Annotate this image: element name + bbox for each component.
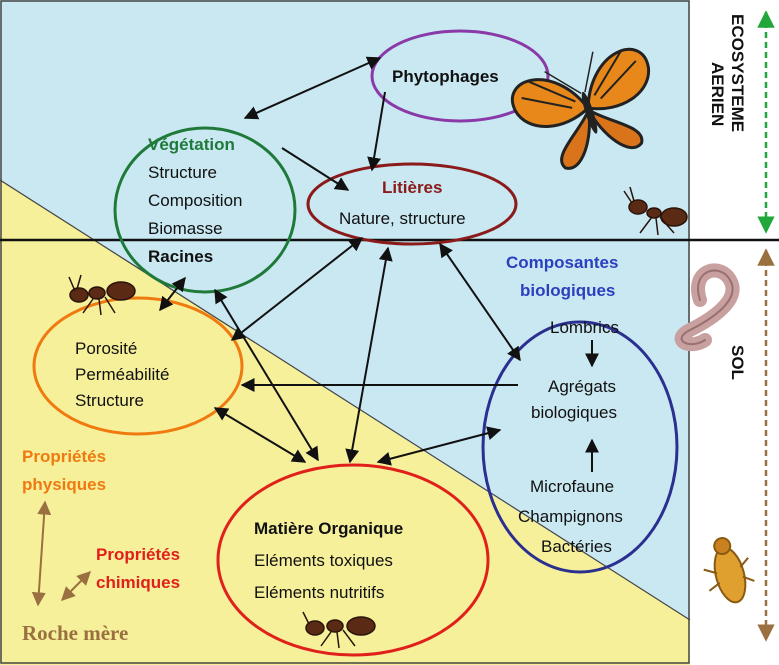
litter-title: Litières xyxy=(382,178,442,197)
organic-line-2: Eléments nutritifs xyxy=(254,583,384,602)
ecosystem-label-line2: AERIEN xyxy=(708,62,727,126)
soil-label: SOL xyxy=(728,345,747,380)
physical-properties-1: Propriétés xyxy=(22,447,106,466)
physical-line-3: Structure xyxy=(75,391,144,410)
biological-item-agregats: Agrégats xyxy=(548,377,616,396)
springtail-icon xyxy=(697,533,759,609)
biological-item-biologiques: biologiques xyxy=(531,403,617,422)
litter-subtitle: Nature, structure xyxy=(339,209,466,228)
physical-line-2: Perméabilité xyxy=(75,365,170,384)
physical-line-1: Porosité xyxy=(75,339,137,358)
rock-label: Roche mère xyxy=(22,621,128,645)
vegetation-title: Végétation xyxy=(148,135,235,154)
biological-title-2: biologiques xyxy=(520,281,615,300)
biological-item-champignons: Champignons xyxy=(518,507,623,526)
biological-title-1: Composantes xyxy=(506,253,618,272)
vegetation-line-1: Structure xyxy=(148,163,217,182)
physical-properties-2: physiques xyxy=(22,475,106,494)
chemical-properties-1: Propriétés xyxy=(96,545,180,564)
biological-item-lombrics: Lombrics xyxy=(550,318,619,337)
vegetation-roots: Racines xyxy=(148,247,213,266)
biological-item-bacteries: Bactéries xyxy=(541,537,612,556)
vegetation-line-2: Composition xyxy=(148,191,243,210)
chemical-properties-2: chimiques xyxy=(96,573,180,592)
biological-item-microfaune: Microfaune xyxy=(530,477,614,496)
organic-title: Matière Organique xyxy=(254,519,403,538)
phytophages-title: Phytophages xyxy=(392,67,499,86)
ecosystem-label-line1: ECOSYSTEME xyxy=(728,14,747,132)
vegetation-line-3: Biomasse xyxy=(148,219,223,238)
organic-line-1: Eléments toxiques xyxy=(254,551,393,570)
